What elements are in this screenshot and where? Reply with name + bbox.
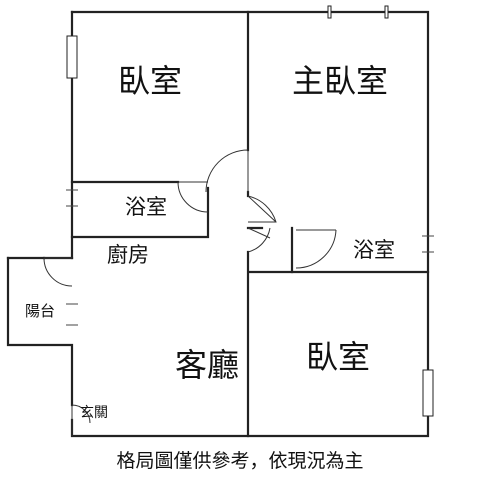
label-bedroom-bottom-right: 臥室	[306, 338, 370, 376]
label-balcony: 陽台	[25, 302, 55, 320]
label-entrance: 玄關	[80, 404, 108, 421]
label-bathroom-right: 浴室	[353, 238, 395, 262]
label-master-bedroom: 主臥室	[292, 62, 388, 100]
window-bedroom-left	[66, 35, 78, 79]
label-kitchen: 廚房	[107, 243, 149, 267]
doors	[43, 149, 337, 436]
door-bedroom-left[interactable]	[205, 149, 249, 193]
window-bedroom-right	[422, 369, 434, 417]
windows	[66, 5, 434, 417]
door-balcony[interactable]	[43, 257, 73, 287]
window-master-1	[327, 5, 332, 19]
interior-walls	[70, 10, 430, 438]
door-master-bedroom[interactable]	[247, 195, 277, 223]
label-bathroom-left: 浴室	[125, 195, 167, 219]
door-entrance[interactable]	[71, 404, 91, 436]
door-bedroom-right[interactable]	[247, 227, 271, 253]
disclaimer-caption: 格局圖僅供參考，依現況為主	[116, 450, 364, 472]
door-bathroom-left[interactable]	[177, 181, 209, 213]
label-bedroom-top-left: 臥室	[118, 62, 182, 100]
door-bathroom-right[interactable]	[295, 229, 337, 269]
window-master-2	[384, 5, 389, 19]
label-living-room: 客廳	[175, 346, 239, 384]
